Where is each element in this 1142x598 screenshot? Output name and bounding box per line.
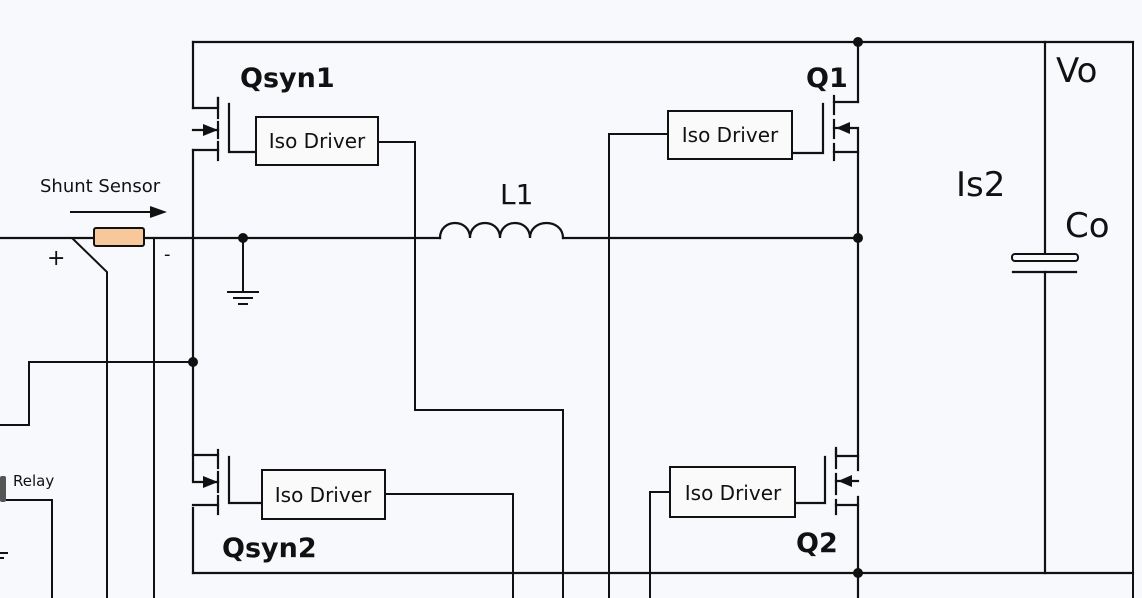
shunt-resistor bbox=[93, 227, 145, 247]
label-q1: Q1 bbox=[806, 63, 848, 94]
inductor-l1 bbox=[438, 222, 565, 240]
driver-routing-wires bbox=[378, 133, 670, 598]
label-plus: + bbox=[47, 246, 65, 271]
iso-driver-qsyn1-label: Iso Driver bbox=[269, 129, 366, 153]
label-minus: - bbox=[164, 244, 171, 265]
label-is2: Is2 bbox=[956, 165, 1005, 205]
label-qsyn2: Qsyn2 bbox=[222, 533, 317, 564]
node-left bbox=[188, 357, 198, 367]
mosfet-qsyn1 bbox=[191, 96, 258, 162]
mosfet-q2 bbox=[793, 446, 860, 516]
mosfet-q1 bbox=[790, 94, 860, 162]
iso-driver-q2 bbox=[669, 466, 796, 518]
label-relay: Relay bbox=[13, 472, 54, 490]
capacitor-co bbox=[1011, 253, 1079, 274]
label-shunt-sensor: Shunt Sensor bbox=[40, 176, 161, 197]
label-qsyn1: Qsyn1 bbox=[240, 63, 335, 94]
node-top-right bbox=[853, 37, 863, 47]
iso-driver-q2-label: Iso Driver bbox=[685, 481, 782, 505]
ground-icon bbox=[227, 238, 259, 305]
shunt-sense-lines bbox=[71, 237, 155, 598]
mosfet-qsyn2 bbox=[191, 448, 264, 516]
label-co: Co bbox=[1065, 206, 1110, 246]
left-step-wire bbox=[0, 361, 193, 426]
iso-driver-qsyn1 bbox=[255, 116, 379, 166]
node-bottom-right bbox=[853, 568, 863, 578]
current-arrow-icon bbox=[70, 206, 167, 218]
label-q2: Q2 bbox=[796, 528, 838, 559]
iso-driver-qsyn2 bbox=[261, 469, 386, 520]
label-vo: Vo bbox=[1056, 51, 1097, 91]
node-ground bbox=[238, 233, 248, 243]
label-l1: L1 bbox=[500, 178, 533, 211]
relay-icon bbox=[0, 476, 53, 598]
iso-driver-q1 bbox=[667, 110, 793, 160]
iso-driver-qsyn2-label: Iso Driver bbox=[275, 483, 372, 507]
iso-driver-q1-label: Iso Driver bbox=[682, 123, 779, 147]
node-mid-right bbox=[853, 233, 863, 243]
